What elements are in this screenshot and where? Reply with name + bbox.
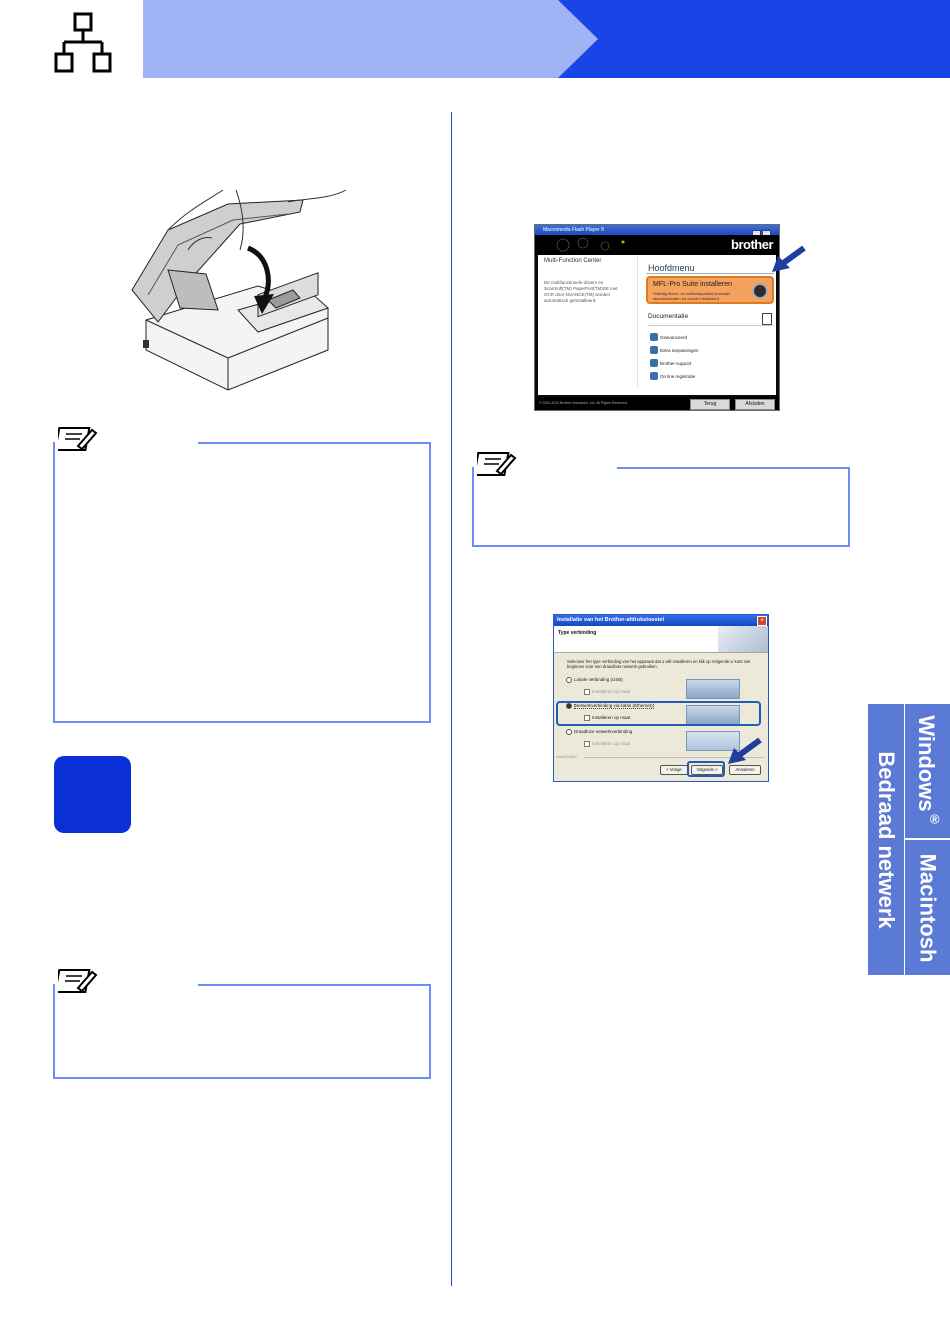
gear-icon <box>650 333 658 341</box>
header-band-light <box>143 0 598 78</box>
note-box-2 <box>53 984 431 1079</box>
custom-install-check-1[interactable]: Installeren op maat <box>584 689 630 695</box>
instruction-text: Selecteer het type verbinding van het ap… <box>567 659 751 669</box>
tab-macintosh-label: Macintosh <box>915 853 941 962</box>
note-box-3-gap <box>474 465 617 471</box>
documentation-link[interactable]: Documentatie <box>648 313 774 326</box>
menu-item-extra-apps[interactable]: Extra toepassingen <box>650 346 699 354</box>
note-icon <box>58 427 98 451</box>
custom-install-check-3[interactable]: Installeren op maat <box>584 741 630 747</box>
back-button[interactable]: < Vorige <box>660 765 688 775</box>
header-icon-area <box>0 0 143 78</box>
radio-button-selected[interactable] <box>566 703 572 709</box>
note-box-2-gap <box>55 982 198 988</box>
radio-button[interactable] <box>566 729 572 735</box>
wireless-image <box>686 731 740 751</box>
tab-network-label: Bedraad netwerk <box>874 750 899 929</box>
menu-item-label: Brother-support <box>660 361 692 366</box>
network-option-highlight <box>556 701 761 726</box>
main-menu-title: Hoofdmenu <box>648 263 695 273</box>
printer-closing-lid-illustration <box>131 190 347 391</box>
tab-macintosh[interactable]: Macintosh <box>905 840 950 975</box>
menu-item-label: On line registratie <box>660 374 696 379</box>
support-person-icon <box>650 359 658 367</box>
registered-mark: ® <box>927 811 943 827</box>
exit-button[interactable]: Afsluiten <box>735 399 775 410</box>
installer-dialog: Installatie van het Brother-afdrukstoest… <box>553 614 769 782</box>
install-title: MFL-Pro Suite installeren <box>653 281 732 288</box>
pointer-arrow-icon <box>772 245 806 272</box>
option-label: Draadloze netwerkverbinding <box>574 729 633 735</box>
checkbox[interactable] <box>584 741 590 747</box>
mfc-heading: Multi-Function Center <box>544 258 602 264</box>
flash-banner <box>535 235 779 255</box>
checkbox[interactable] <box>584 689 590 695</box>
custom-install-check-2[interactable]: Installeren op maat <box>584 715 630 721</box>
flash-player-titlebar: Macromedia Flash Player 8 <box>535 225 779 235</box>
panel-separator <box>637 257 638 387</box>
installshield-label: InstallShield <box>556 755 577 759</box>
checkbox-label: Installeren op maat <box>592 689 631 695</box>
close-icon[interactable]: × <box>757 616 767 626</box>
usb-cable-image <box>686 679 740 699</box>
checkbox[interactable] <box>584 715 590 721</box>
wired-network-icon <box>54 12 112 73</box>
installer-title: Installatie van het Brother-afdrukstoest… <box>557 617 664 623</box>
note-box-3 <box>472 467 850 547</box>
step-badge <box>54 756 131 833</box>
tab-wired-network[interactable]: Bedraad netwerk <box>868 704 904 975</box>
flash-player-title: Macromedia Flash Player 8 <box>543 227 604 233</box>
documentation-label: Documentatie <box>648 313 689 320</box>
column-divider <box>451 112 452 1286</box>
monitor-icon <box>650 346 658 354</box>
note-icon <box>58 969 98 993</box>
installer-header: Type verbinding <box>554 626 768 653</box>
cancel-button[interactable]: Annuleren <box>729 765 761 775</box>
note-box-1-gap <box>55 440 198 446</box>
radio-button[interactable] <box>566 677 572 683</box>
option-network-ethernet[interactable]: Netwerkverbinding via kabel (Ethernet) <box>566 702 654 710</box>
document-icon <box>762 313 772 325</box>
next-button-highlight <box>687 761 725 777</box>
option-wireless[interactable]: Draadloze netwerkverbinding <box>566 729 632 735</box>
menu-item-advanced[interactable]: Geavanceerd <box>650 333 688 341</box>
windows-text: Windows <box>913 715 939 812</box>
install-subtitle: Volledig driver- en softwarepakket (incl… <box>653 291 730 301</box>
menu-item-label: Geavanceerd <box>660 335 688 340</box>
flash-player-window: Macromedia Flash Player 8 brother Multi-… <box>534 224 780 411</box>
menu-underline <box>646 273 774 274</box>
note-box-1 <box>53 442 431 723</box>
brother-logo: brother <box>731 237 774 252</box>
next-button[interactable]: Volgende > <box>691 765 723 775</box>
menu-item-label: Extra toepassingen <box>660 348 699 353</box>
option-label: Lokale verbinding (USB) <box>574 677 623 683</box>
footer-separator <box>584 757 764 758</box>
menu-item-support[interactable]: Brother-support <box>650 359 692 367</box>
header-decoration <box>718 626 768 652</box>
flash-player-footer: © 2001-2011 Brother Industries, Ltd. All… <box>535 397 779 410</box>
note-icon <box>477 452 517 476</box>
copyright-text: © 2001-2011 Brother Industries, Ltd. All… <box>539 401 628 405</box>
pointer-arrow-icon <box>728 737 762 764</box>
menu-item-registration[interactable]: On line registratie <box>650 372 696 380</box>
checkbox-label: Installeren op maat <box>592 715 631 721</box>
option-local-usb[interactable]: Lokale verbinding (USB) <box>566 677 623 683</box>
mfc-description: De multifunctionele drivers en ScanSoft(… <box>544 280 618 303</box>
tab-windows-label: Windows® <box>913 715 942 826</box>
install-mfl-pro-button[interactable]: MFL-Pro Suite installeren Volledig drive… <box>646 276 774 304</box>
window-controls <box>751 226 777 257</box>
installer-titlebar: Installatie van het Brother-afdrukstoest… <box>554 615 768 626</box>
tab-windows[interactable]: Windows® <box>905 704 950 838</box>
checkbox-label: Installeren op maat <box>592 741 631 747</box>
banner-swirl-decoration <box>556 237 625 252</box>
back-button[interactable]: Terug <box>690 399 730 410</box>
section-title: Type verbinding <box>558 630 597 636</box>
registration-icon <box>650 372 658 380</box>
cd-icon <box>752 283 768 299</box>
option-label: Netwerkverbinding via kabel (Ethernet) <box>574 702 654 710</box>
flash-player-body: Multi-Function Center De multifunctionel… <box>538 255 776 395</box>
